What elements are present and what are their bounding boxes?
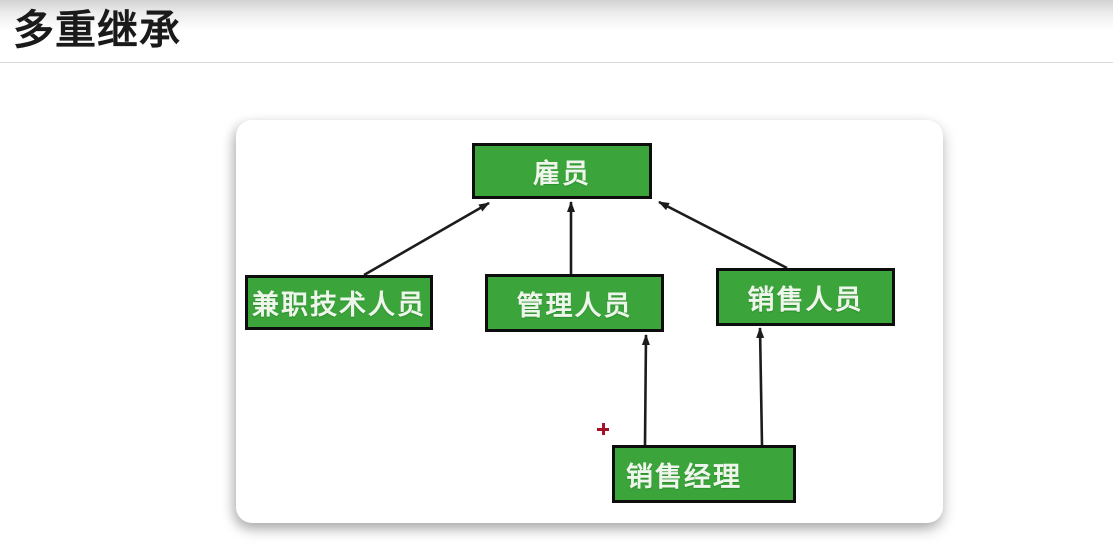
node-employee: 雇员	[472, 143, 652, 199]
inheritance-arrows	[363, 200, 788, 446]
arrow-sales-manager-to-management	[641, 334, 650, 446]
header-divider	[0, 62, 1113, 63]
arrow-sales-to-employee	[658, 200, 788, 270]
arrow-sales-manager-to-sales	[756, 327, 765, 446]
arrow-parttime-tech-to-employee	[363, 201, 490, 277]
page-title: 多重继承	[13, 7, 181, 53]
node-management: 管理人员	[485, 274, 664, 332]
node-sales: 销售人员	[716, 268, 895, 326]
diagram-card: 雇员兼职技术人员管理人员销售人员销售经理	[236, 120, 943, 523]
node-parttime-tech: 兼职技术人员	[245, 275, 433, 330]
crosshair-cursor-icon	[597, 423, 609, 435]
node-sales-manager: 销售经理	[612, 445, 796, 503]
